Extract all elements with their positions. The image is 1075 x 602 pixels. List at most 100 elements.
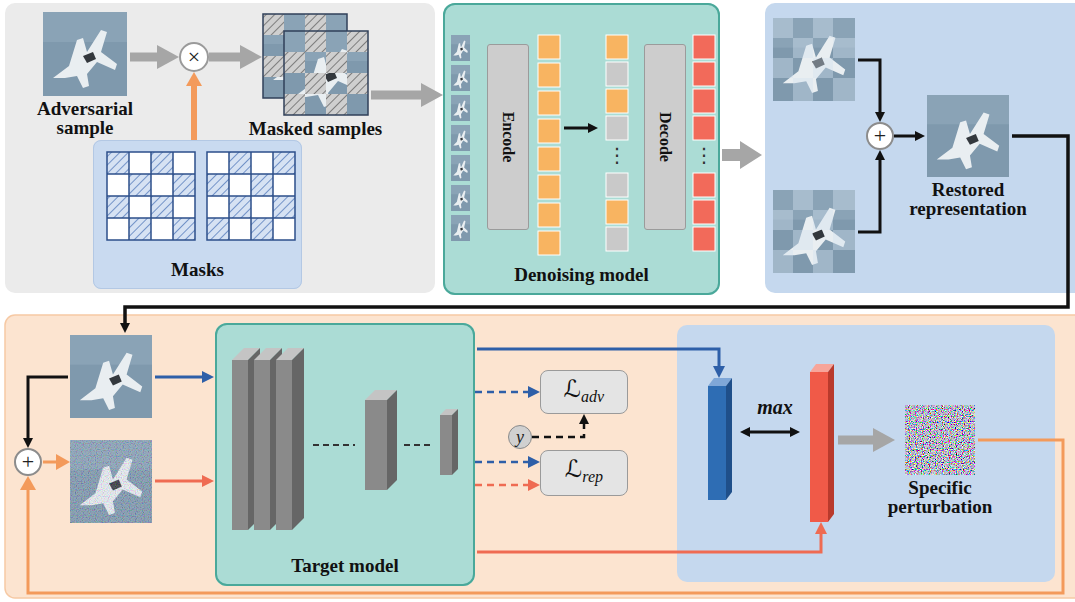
patch [451,215,470,241]
panel-title: Target model [291,555,398,577]
model-panel: Denoising modelEncodeDecode [443,3,720,295]
feature-line [477,349,719,366]
loss-subscript: adv [581,388,604,406]
patch-shading [773,18,855,101]
cnn-layers [232,348,458,530]
patch [451,95,470,121]
token-column [538,35,560,255]
ellipsis-label: ⋮ [607,142,627,168]
grid-cell [151,196,173,218]
operator-symbol: × [188,46,200,68]
connector-arrow [475,391,528,394]
model-panel: Target model [215,323,475,586]
patch-shade [833,230,855,250]
plane-image [70,335,152,418]
grid-cell [107,196,129,218]
patch-shade [793,38,813,58]
grid-cell [207,218,229,240]
plane-image [43,12,127,96]
image-node: Adversarial sample [43,12,127,96]
bar-side [726,378,732,500]
token [606,227,628,251]
connector-arrow [28,440,1063,593]
sum-line [43,461,56,464]
denoising-illustration [451,35,715,255]
patch-shade [813,58,833,78]
grid-cell [107,152,129,174]
perturbation-panel [677,325,1055,582]
token [693,173,715,197]
mask-cell [347,73,368,94]
token [538,63,560,87]
attack-illustration [28,335,975,552]
mask-cells [284,31,368,115]
token [538,231,560,255]
grid-cell [273,196,295,218]
image-border [284,31,368,115]
feature-bars [708,364,834,522]
connector-arrow [371,91,421,100]
layer-front [232,360,248,530]
adversarial-image [43,12,127,96]
token [693,200,715,224]
token-column [606,35,628,251]
connector-arrow [209,53,240,62]
operator-circle: + [866,122,894,150]
layer-side [387,390,397,490]
loss-box: ℒadv [540,370,628,414]
mask-cell [305,73,326,94]
patch-shade [813,210,833,230]
layer-front [254,360,270,530]
token [606,89,628,113]
bar-front [810,372,828,522]
mask-cell [263,14,284,35]
grid-cell [251,174,273,196]
max-arrow [750,431,790,434]
token [606,116,628,140]
grid-cell [229,152,251,174]
token [538,147,560,171]
layer-side [292,348,304,530]
token [606,62,628,86]
patch-shade [833,38,855,58]
block-label: Encode [499,112,517,163]
denoising-fill [443,3,720,295]
layer-side [452,409,458,475]
token [538,91,560,115]
token [606,173,628,197]
panel-title: Masks [171,259,224,281]
plane-image [773,18,855,101]
operation-label: max [740,394,810,420]
patch-shade [773,210,793,230]
token [606,35,628,59]
image-caption: Adversarial sample [10,99,160,137]
sum-line [28,377,68,438]
merge-line [858,60,880,112]
block-arrow [838,436,873,445]
layer-front [276,360,292,530]
grid-cell [129,174,151,196]
input-arrow [155,480,202,483]
patch-shade [773,250,793,273]
image-node: Specific perturbation [905,405,975,475]
target-fill [215,323,475,586]
patch-shade [793,78,813,101]
mask-cell [284,52,305,73]
loss-symbol: ℒ [565,455,582,483]
grid-lines [107,152,295,240]
image-caption: Specific perturbation [870,478,1010,516]
plane-image [927,95,1009,177]
patch [451,125,470,151]
label-circle: y [508,425,532,449]
patch [451,155,470,181]
layer-gap [313,444,432,446]
merge-line [858,160,880,232]
operator-circle: × [179,42,209,72]
image-node: Restored representation [927,95,1009,177]
mask-grids [107,152,295,240]
input-arrow [155,376,202,379]
patch-shade [793,230,813,250]
bar-side [828,364,834,522]
connector-arrow [475,461,528,464]
